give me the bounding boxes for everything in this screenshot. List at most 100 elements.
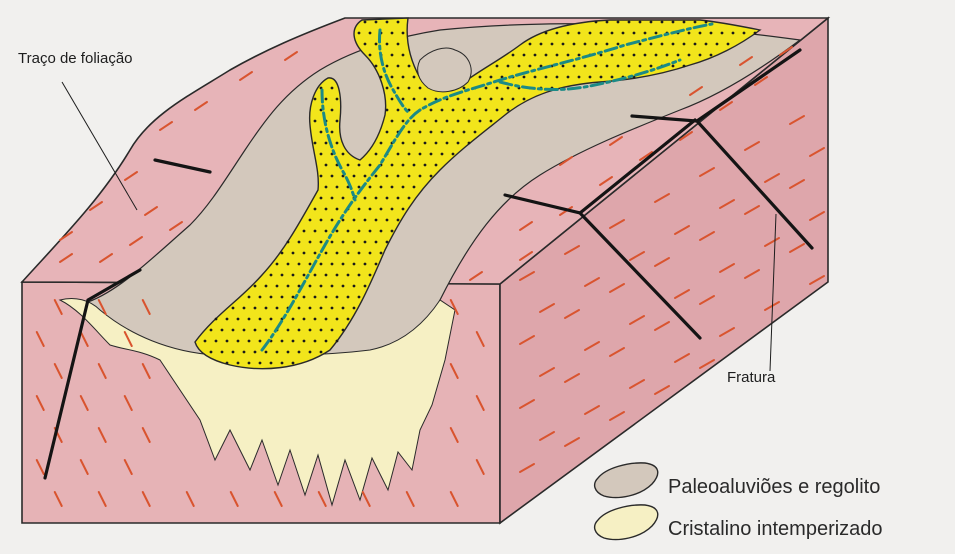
stipple-dot: [688, 32, 691, 35]
stipple-dot: [237, 362, 240, 365]
stipple-dot: [221, 351, 224, 354]
stipple-dot: [386, 21, 389, 24]
stipple-dot: [600, 32, 603, 35]
stipple-dot: [463, 131, 466, 134]
stipple-dot: [331, 87, 334, 90]
stipple-dot: [727, 43, 730, 46]
stipple-dot: [314, 142, 317, 145]
stipple-dot: [292, 274, 295, 277]
stipple-dot: [358, 274, 361, 277]
stipple-dot: [380, 208, 383, 211]
stipple-dot: [331, 219, 334, 222]
stipple-dot: [380, 230, 383, 233]
stipple-dot: [375, 43, 378, 46]
stipple-dot: [281, 274, 284, 277]
stipple-dot: [413, 164, 416, 167]
stipple-dot: [369, 274, 372, 277]
stipple-dot: [600, 76, 603, 79]
stipple-dot: [578, 76, 581, 79]
stipple-dot: [644, 32, 647, 35]
stipple-dot: [380, 252, 383, 255]
stipple-dot: [534, 54, 537, 57]
stipple-dot: [336, 230, 339, 233]
stipple-dot: [375, 263, 378, 266]
stipple-dot: [265, 285, 268, 288]
stipple-dot: [595, 43, 598, 46]
stipple-dot: [358, 252, 361, 255]
stipple-dot: [298, 307, 301, 310]
stipple-dot: [248, 362, 251, 365]
stipple-dot: [309, 219, 312, 222]
stipple-dot: [617, 43, 620, 46]
stipple-dot: [512, 98, 515, 101]
stipple-dot: [226, 340, 229, 343]
stipple-dot: [463, 87, 466, 90]
stipple-dot: [375, 197, 378, 200]
stipple-dot: [408, 131, 411, 134]
stipple-dot: [584, 43, 587, 46]
stipple-dot: [413, 142, 416, 145]
stipple-dot: [479, 76, 482, 79]
stipple-dot: [705, 43, 708, 46]
stipple-dot: [446, 120, 449, 123]
stipple-dot: [611, 76, 614, 79]
stipple-dot: [232, 351, 235, 354]
stipple-dot: [408, 175, 411, 178]
stipple-dot: [518, 65, 521, 68]
stipple-dot: [446, 142, 449, 145]
stipple-dot: [276, 307, 279, 310]
stipple-dot: [523, 54, 526, 57]
stipple-dot: [375, 175, 378, 178]
stipple-dot: [419, 131, 422, 134]
stipple-dot: [397, 153, 400, 156]
stipple-dot: [364, 21, 367, 24]
stipple-dot: [413, 98, 416, 101]
stipple-dot: [215, 340, 218, 343]
stipple-dot: [666, 54, 669, 57]
stipple-dot: [232, 307, 235, 310]
stipple-dot: [358, 208, 361, 211]
stipple-dot: [276, 263, 279, 266]
stipple-dot: [507, 65, 510, 68]
stipple-dot: [611, 32, 614, 35]
stipple-dot: [650, 21, 653, 24]
stipple-dot: [397, 43, 400, 46]
stipple-dot: [391, 120, 394, 123]
stipple-dot: [386, 43, 389, 46]
stipple-dot: [331, 307, 334, 310]
stipple-dot: [617, 21, 620, 24]
stipple-dot: [347, 164, 350, 167]
stipple-dot: [754, 32, 757, 35]
stipple-dot: [655, 32, 658, 35]
stipple-dot: [639, 21, 642, 24]
stipple-dot: [435, 120, 438, 123]
stipple-dot: [248, 318, 251, 321]
stipple-dot: [556, 54, 559, 57]
stipple-dot: [204, 340, 207, 343]
stipple-dot: [331, 263, 334, 266]
stipple-dot: [408, 65, 411, 68]
stipple-dot: [342, 285, 345, 288]
stipple-dot: [259, 296, 262, 299]
stipple-dot: [562, 65, 565, 68]
stipple-dot: [430, 109, 433, 112]
stipple-dot: [705, 21, 708, 24]
stipple-dot: [364, 197, 367, 200]
legend-label-paleoalluvium: Paleoaluviões e regolito: [668, 476, 880, 499]
stipple-dot: [397, 21, 400, 24]
stipple-dot: [672, 21, 675, 24]
stipple-dot: [386, 175, 389, 178]
stipple-dot: [314, 230, 317, 233]
stipple-dot: [617, 65, 620, 68]
stipple-dot: [490, 120, 493, 123]
stipple-dot: [485, 109, 488, 112]
stipple-dot: [551, 43, 554, 46]
stipple-dot: [358, 230, 361, 233]
stipple-dot: [683, 21, 686, 24]
stipple-dot: [743, 32, 746, 35]
stipple-dot: [391, 98, 394, 101]
stipple-dot: [386, 219, 389, 222]
stipple-dot: [347, 230, 350, 233]
stipple-dot: [314, 318, 317, 321]
